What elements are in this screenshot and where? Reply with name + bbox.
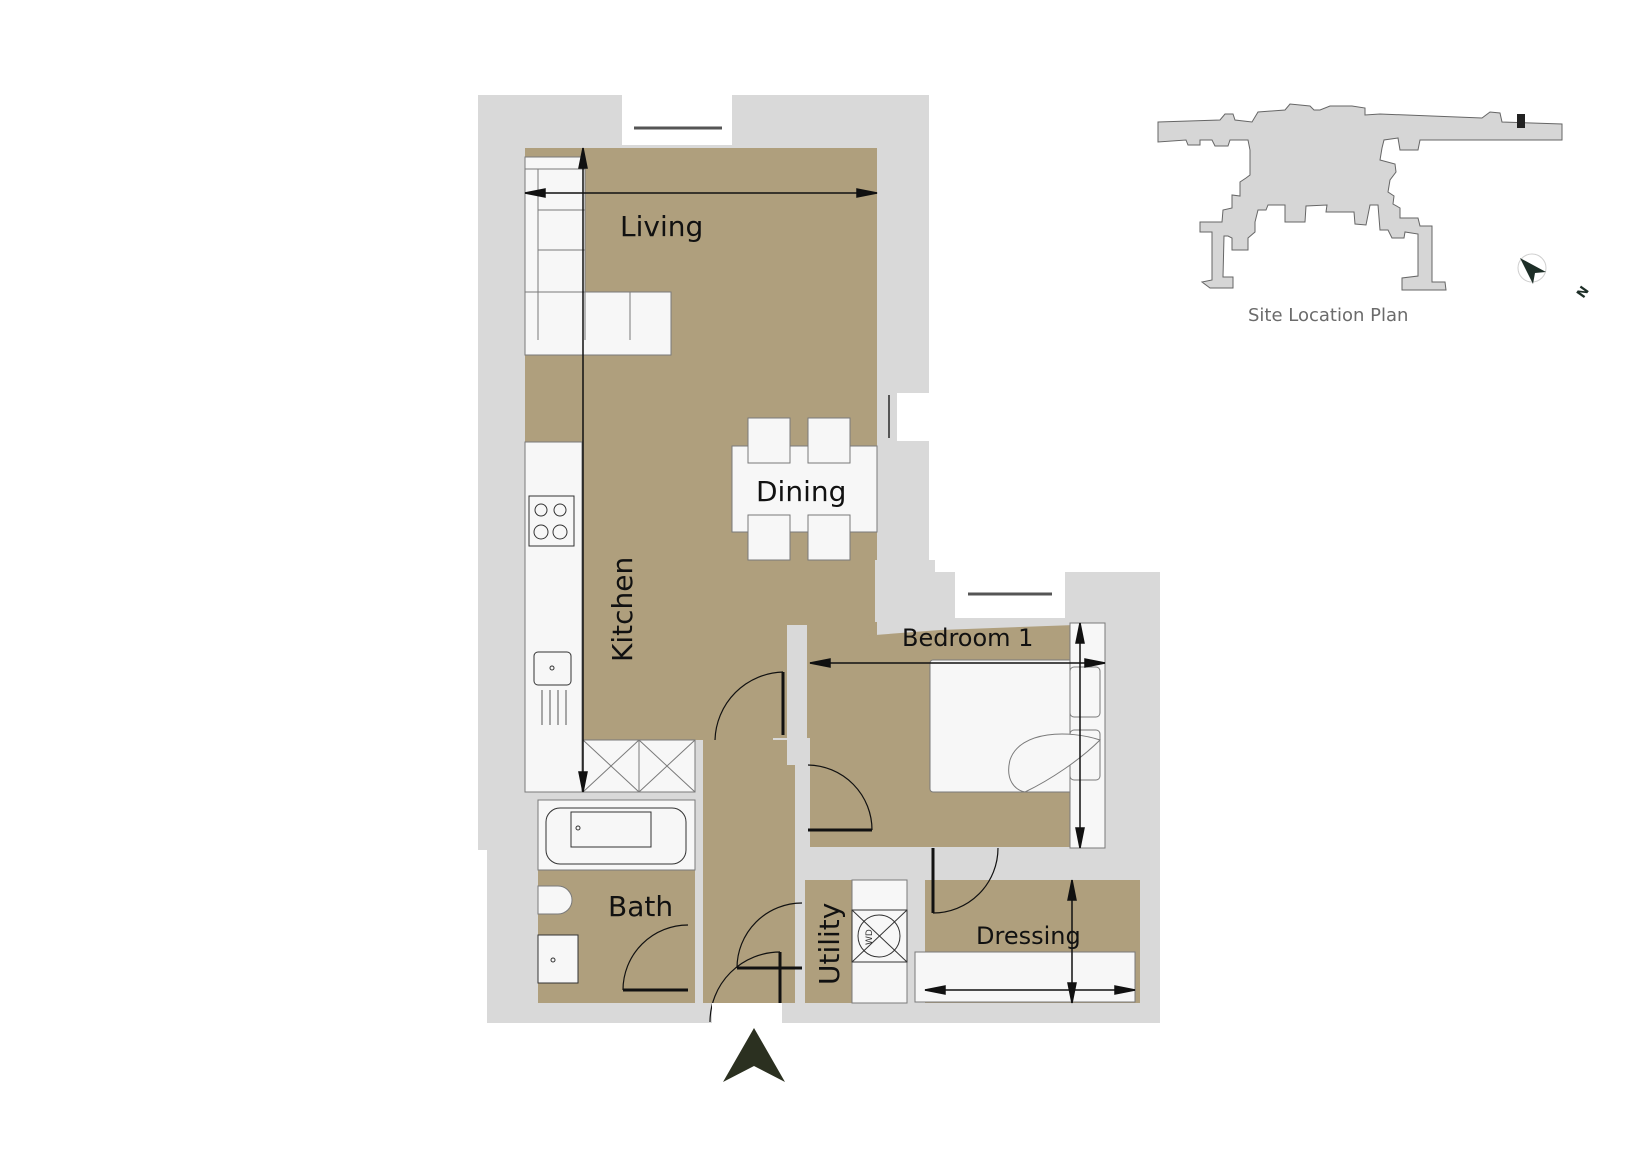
- entrance-arrow-icon: [723, 1028, 785, 1082]
- sofa-seat: [524, 291, 672, 356]
- sofa-back: [524, 156, 586, 170]
- room-label-living: Living: [620, 210, 704, 243]
- hob: [528, 495, 575, 547]
- north-compass-icon: [1517, 253, 1547, 284]
- room-label-bedroom-1: Bedroom 1: [902, 624, 1034, 652]
- living-window: [622, 93, 732, 145]
- room-label-bath: Bath: [608, 890, 674, 923]
- room-label-kitchen: Kitchen: [606, 556, 639, 662]
- toilet: [537, 885, 573, 915]
- room-label-dining: Dining: [756, 475, 847, 508]
- entrance-opening: [712, 1003, 782, 1025]
- room-label-dressing: Dressing: [976, 922, 1081, 950]
- chair: [747, 514, 791, 561]
- bedroom-window: [955, 570, 1065, 618]
- kitchen-counter: [524, 441, 583, 793]
- washer-dryer-label: WD: [865, 929, 875, 945]
- fixtures: [524, 156, 1136, 1004]
- dimension-lines: [524, 147, 1136, 1004]
- wardrobe: [914, 951, 1136, 1003]
- chair: [747, 417, 791, 464]
- site-location-plan: [1157, 103, 1563, 291]
- kitchen-lower-floor: [583, 600, 773, 740]
- room-label-utility: Utility: [813, 902, 846, 985]
- dining-window: [888, 393, 929, 441]
- chair: [807, 417, 851, 464]
- sink: [533, 651, 572, 686]
- basin: [537, 934, 579, 984]
- chair: [807, 514, 851, 561]
- site-location-plan-caption: Site Location Plan: [1248, 305, 1409, 326]
- doors: [622, 671, 999, 1023]
